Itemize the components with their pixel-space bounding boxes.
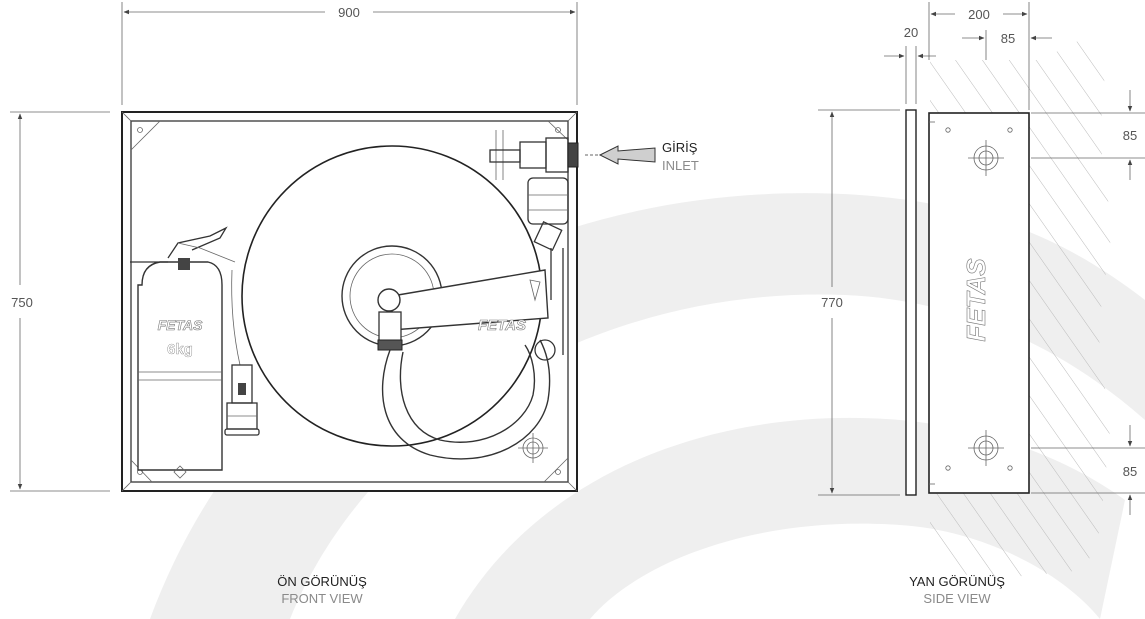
offset-dim-label: 85: [1001, 31, 1015, 46]
front-view: 900 750: [10, 2, 699, 606]
extinguisher-brand: FETAS: [158, 317, 204, 333]
fixing-hole-symbol: [518, 433, 548, 463]
side-height-dimension: 770: [818, 109, 900, 496]
front-caption-tr: ÖN GÖRÜNÜŞ: [277, 574, 367, 589]
inlet-label-tr: GİRİŞ: [662, 140, 698, 155]
front-caption-en: FRONT VIEW: [281, 591, 363, 606]
side-caption-tr: YAN GÖRÜNÜŞ: [909, 574, 1005, 589]
door-thickness-dimension: 20: [884, 25, 936, 104]
side-height-dim-label: 770: [821, 295, 843, 310]
extinguisher-capacity: 6kg: [167, 341, 193, 358]
hose-nozzle: [224, 269, 260, 436]
reel-brand: FETAS: [478, 317, 526, 334]
top-fixing-hole: [968, 140, 1004, 176]
side-brand: FETAS: [961, 258, 991, 342]
valve-assembly: [489, 130, 579, 355]
bottom-hole-dim-label: 85: [1123, 464, 1137, 479]
top-hole-dimension: 85: [1031, 90, 1145, 180]
hose-reel: FETAS: [241, 145, 556, 460]
cabinet-body: [928, 112, 1030, 494]
width-dimension: 900: [121, 2, 578, 105]
side-view: FETAS 200 85 20 770: [818, 2, 1145, 606]
bottom-fixing-hole: [968, 430, 1004, 466]
height-dimension: 750: [10, 111, 110, 492]
inlet-label-en: INLET: [662, 158, 699, 173]
top-hole-dim-label: 85: [1123, 128, 1137, 143]
offset-dimension: 85: [962, 30, 1052, 60]
bottom-hole-dimension: 85: [1031, 425, 1145, 515]
depth-dim-label: 200: [968, 7, 990, 22]
fire-extinguisher: FETAS 6kg: [130, 226, 236, 479]
depth-dimension: 200: [928, 2, 1030, 110]
inlet-marker: GİRİŞ INLET: [585, 140, 699, 173]
door-panel: [905, 109, 917, 496]
side-caption-en: SIDE VIEW: [923, 591, 991, 606]
door-dim-label: 20: [904, 25, 918, 40]
height-dim-label: 750: [11, 295, 33, 310]
width-dim-label: 900: [338, 5, 360, 20]
